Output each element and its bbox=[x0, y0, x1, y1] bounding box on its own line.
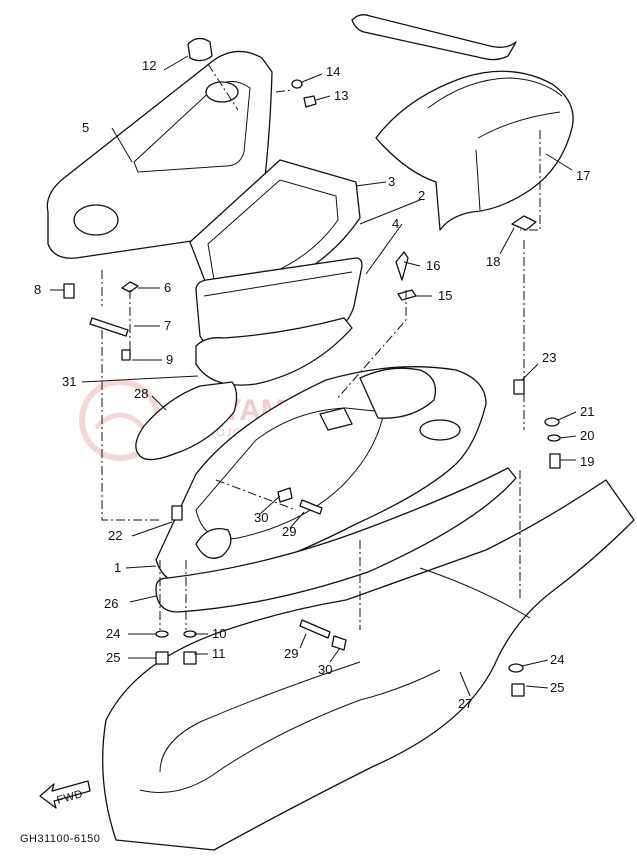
part-18-cap bbox=[511, 215, 537, 231]
part-29-bolt-upper bbox=[299, 499, 323, 515]
callout-1: 1 bbox=[114, 560, 121, 575]
callout-4: 4 bbox=[392, 216, 399, 231]
part-21-washer bbox=[544, 417, 560, 427]
part-30-collar-upper bbox=[277, 487, 293, 503]
part-30-collar-lower bbox=[331, 635, 347, 651]
callout-14: 14 bbox=[326, 64, 340, 79]
callout-3: 3 bbox=[388, 174, 395, 189]
callout-27: 27 bbox=[458, 696, 472, 711]
callout-25-right: 25 bbox=[550, 680, 564, 695]
part-7-bracket bbox=[89, 317, 129, 337]
part-15-bracket bbox=[397, 289, 417, 301]
callout-28: 28 bbox=[134, 386, 148, 401]
callout-9: 9 bbox=[166, 352, 173, 367]
callout-7: 7 bbox=[164, 318, 171, 333]
part-16-pin bbox=[395, 251, 409, 281]
part-11-nut bbox=[183, 651, 197, 665]
callout-31: 31 bbox=[62, 374, 76, 389]
callout-20: 20 bbox=[580, 428, 594, 443]
part-17-rear-cover bbox=[375, 70, 574, 231]
callout-23: 23 bbox=[542, 350, 556, 365]
part-12-knob bbox=[187, 37, 213, 62]
callout-12: 12 bbox=[142, 58, 156, 73]
fwd-arrow-icon: FWD bbox=[39, 780, 91, 809]
callout-16: 16 bbox=[426, 258, 440, 273]
hull-body bbox=[102, 479, 635, 851]
part-28-left-cover bbox=[135, 381, 238, 461]
callout-11: 11 bbox=[212, 646, 226, 661]
callout-25-left: 25 bbox=[106, 650, 120, 665]
callout-labels: 2 3 4 5 12 14 13 17 18 16 15 8 6 7 9 31 … bbox=[34, 58, 594, 711]
part-14-washer bbox=[291, 79, 303, 89]
callout-13: 13 bbox=[334, 88, 348, 103]
callout-5: 5 bbox=[82, 120, 89, 135]
callout-30-upper: 30 bbox=[254, 510, 268, 525]
callout-24-right: 24 bbox=[550, 652, 564, 667]
part-25-nut-left bbox=[155, 651, 169, 665]
diagram-code: GH31100-6150 bbox=[20, 833, 100, 845]
part-19-bolt bbox=[549, 453, 561, 469]
callout-10: 10 bbox=[212, 626, 226, 641]
callout-29-upper: 29 bbox=[282, 524, 296, 539]
callout-19: 19 bbox=[580, 454, 594, 469]
part-26-gunwale bbox=[155, 467, 517, 613]
callout-2: 2 bbox=[418, 188, 425, 203]
callout-26: 26 bbox=[104, 596, 118, 611]
part-8-bolt bbox=[63, 283, 75, 299]
part-13-bolt bbox=[303, 95, 317, 108]
callout-17: 17 bbox=[576, 168, 590, 183]
callout-15: 15 bbox=[438, 288, 452, 303]
callout-21: 21 bbox=[580, 404, 594, 419]
part-22-bolt bbox=[171, 505, 183, 521]
callout-22: 22 bbox=[108, 528, 122, 543]
part-25-nut-right bbox=[511, 683, 525, 697]
hatch-round-cutout bbox=[73, 204, 119, 236]
rear-top-trim bbox=[351, 14, 517, 61]
callout-30-lower: 30 bbox=[318, 662, 332, 677]
part-6-clip bbox=[121, 281, 139, 293]
part-23-bolt bbox=[513, 379, 525, 395]
part-24-washer-left bbox=[155, 630, 169, 638]
callout-18: 18 bbox=[486, 254, 500, 269]
callout-8: 8 bbox=[34, 282, 41, 297]
callout-24-left: 24 bbox=[106, 626, 120, 641]
part-20-spring-washer bbox=[547, 434, 561, 442]
callout-29-lower: 29 bbox=[284, 646, 298, 661]
part-24-washer-right bbox=[508, 663, 524, 673]
callout-6: 6 bbox=[164, 280, 171, 295]
part-9-screw bbox=[121, 349, 131, 361]
part-29-bolt-lower bbox=[299, 619, 331, 639]
